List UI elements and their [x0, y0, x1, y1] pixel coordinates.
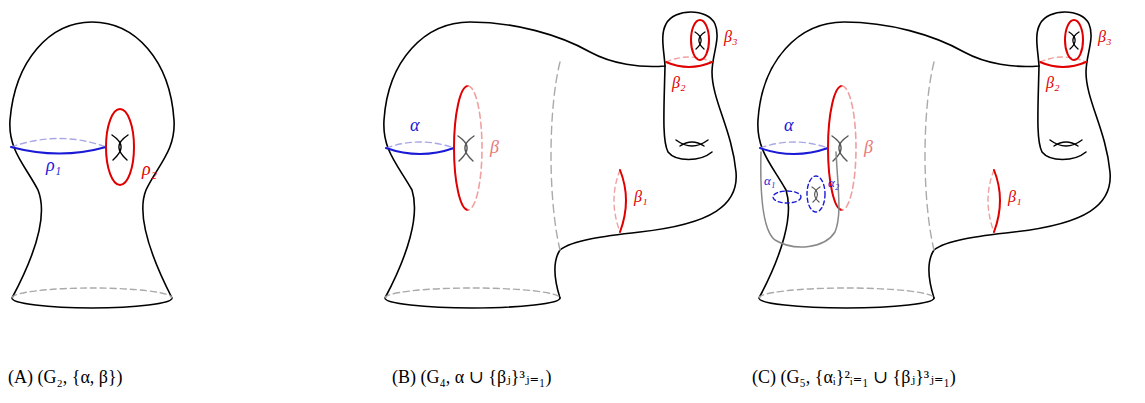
surface-genus-4 — [384, 12, 736, 308]
curve-label: α₂ — [828, 176, 839, 190]
extra-handle — [761, 152, 839, 247]
curve-label: β₂ — [672, 74, 686, 92]
curve-label: β — [490, 138, 499, 158]
curve-label: β₂ — [1046, 74, 1060, 92]
curve-label: β — [864, 138, 873, 158]
curve-label: ρ₂ — [142, 160, 157, 180]
curve-label: β₃ — [1098, 28, 1112, 46]
curve-label: β₃ — [724, 28, 738, 46]
surface-genus-2 — [10, 22, 174, 308]
curve-label: α — [784, 116, 793, 136]
panel-caption: (A) (G₂, {α, β}) — [8, 368, 123, 388]
curve-label: ρ₁ — [46, 156, 61, 176]
panel-caption: (B) (G₄, α ∪ {βⱼ}³ⱼ₌₁) — [392, 368, 551, 388]
panel-caption: (C) (G₅, {αᵢ}²ᵢ₌₁ ∪ {βⱼ}³ⱼ₌₁) — [752, 368, 956, 388]
curve-label: α — [410, 116, 419, 136]
curve-label: β₁ — [634, 188, 648, 206]
curve-label: α₁ — [764, 174, 775, 188]
surface-genus-5 — [758, 12, 1110, 308]
curve-label: β₁ — [1008, 188, 1022, 206]
